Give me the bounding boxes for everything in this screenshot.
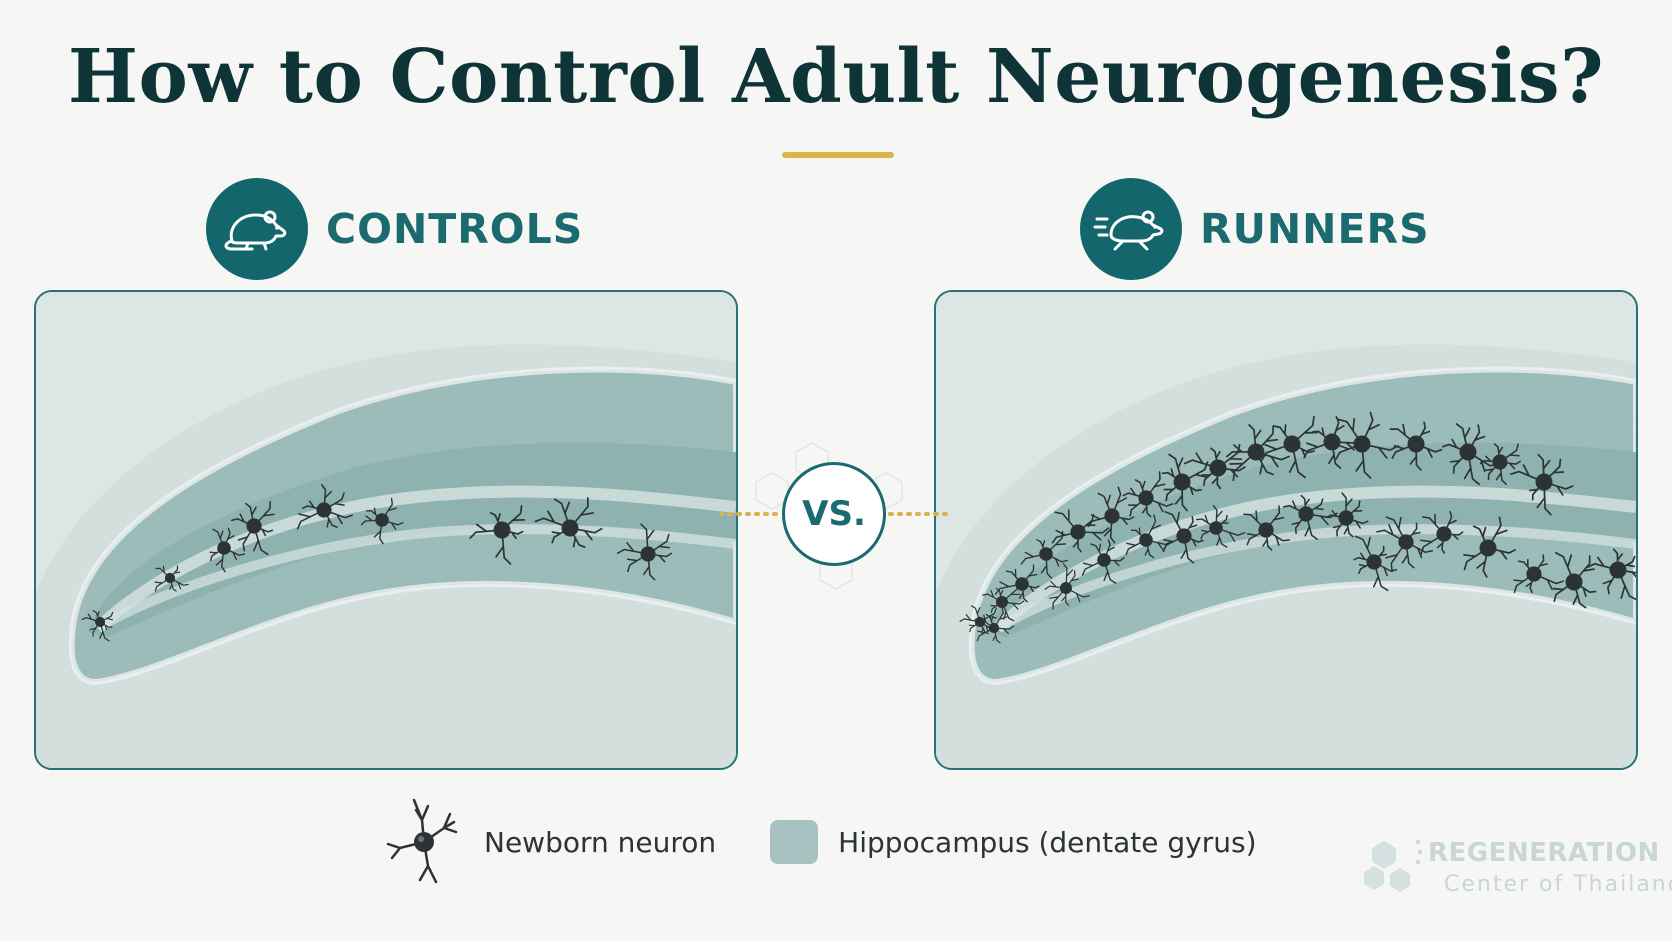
newborn-neuron: [1389, 421, 1443, 471]
brand-name: REGENERATION: [1428, 838, 1660, 868]
controls-label: CONTROLS: [326, 205, 584, 253]
title-underline: [782, 152, 894, 158]
brand-watermark: REGENERATION Center of Thailand: [1360, 832, 1672, 910]
newborn-neuron: [81, 610, 114, 642]
legend-item-tissue: Hippocampus (dentate gyrus): [770, 820, 1257, 864]
newborn-neuron: [534, 496, 603, 548]
controls-hippocampus-panel: [34, 290, 738, 770]
runners-hippocampus-illustration: [936, 292, 1636, 768]
newborn-neuron: [1335, 411, 1399, 479]
newborn-neuron: [1196, 505, 1246, 548]
runners-hippocampus-panel: [934, 290, 1638, 770]
newborn-neuron: [1586, 548, 1636, 601]
mouse-running-icon: [1080, 178, 1182, 280]
page-title: How to Control Adult Neurogenesis?: [68, 34, 1604, 120]
controls-header: CONTROLS: [206, 178, 583, 280]
brand-subtitle: Center of Thailand: [1444, 872, 1672, 897]
newborn-neuron: [1243, 505, 1290, 551]
newborn-neuron: [1282, 494, 1338, 540]
vs-badge: VS.: [782, 462, 886, 566]
newborn-neuron: [982, 582, 1025, 622]
newborn-neuron: [1122, 471, 1174, 518]
newborn-neuron: [296, 484, 353, 530]
newborn-neuron: [1051, 509, 1110, 553]
newborn-neuron: [1303, 415, 1363, 469]
newborn-neuron: [1044, 563, 1091, 610]
newborn-neuron: [1225, 424, 1290, 482]
newborn-neuron: [1261, 415, 1318, 479]
newborn-neuron: [1162, 511, 1204, 564]
legend: Newborn neuron Hippocampus (dentate gyru…: [384, 794, 1311, 890]
newborn-neuron: [1376, 516, 1434, 573]
newborn-neuron: [231, 500, 275, 556]
newborn-neuron: [154, 565, 189, 592]
newborn-neuron: [1161, 453, 1209, 512]
newborn-neuron: [1020, 530, 1068, 579]
newborn-neuron: [469, 505, 526, 565]
newborn-neuron: [994, 564, 1040, 603]
vs-label: VS.: [802, 494, 866, 534]
newborn-neuron: [1510, 453, 1574, 516]
newborn-neuron-icon: [386, 798, 458, 884]
newborn-neuron: [1463, 516, 1516, 578]
newborn-neuron: [1125, 514, 1172, 559]
newborn-neuron: [1353, 535, 1398, 592]
newborn-neuron: [1081, 539, 1125, 584]
legend-neuron-label: Newborn neuron: [484, 825, 717, 859]
newborn-neuron: [1325, 492, 1369, 538]
controls-hippocampus-illustration: [36, 292, 736, 768]
brand-logo-icon: [1364, 840, 1422, 892]
newborn-neuron: [1552, 551, 1597, 609]
mouse-resting-icon: [206, 178, 308, 280]
runners-header: RUNNERS: [1080, 178, 1430, 280]
newborn-neuron: [1420, 510, 1464, 556]
newborn-neuron: [1513, 554, 1565, 594]
newborn-neuron: [974, 607, 1015, 644]
newborn-neuron: [1479, 443, 1521, 485]
legend-item-neuron: Newborn neuron: [384, 796, 716, 888]
newborn-neuron: [1183, 443, 1246, 490]
newborn-neuron: [360, 497, 404, 545]
legend-tissue-label: Hippocampus (dentate gyrus): [838, 825, 1257, 859]
tissue-swatch: [770, 820, 819, 864]
newborn-neuron: [1087, 486, 1135, 544]
newborn-neuron: [209, 527, 246, 573]
newborn-neuron: [616, 523, 673, 581]
runners-label: RUNNERS: [1200, 205, 1430, 253]
